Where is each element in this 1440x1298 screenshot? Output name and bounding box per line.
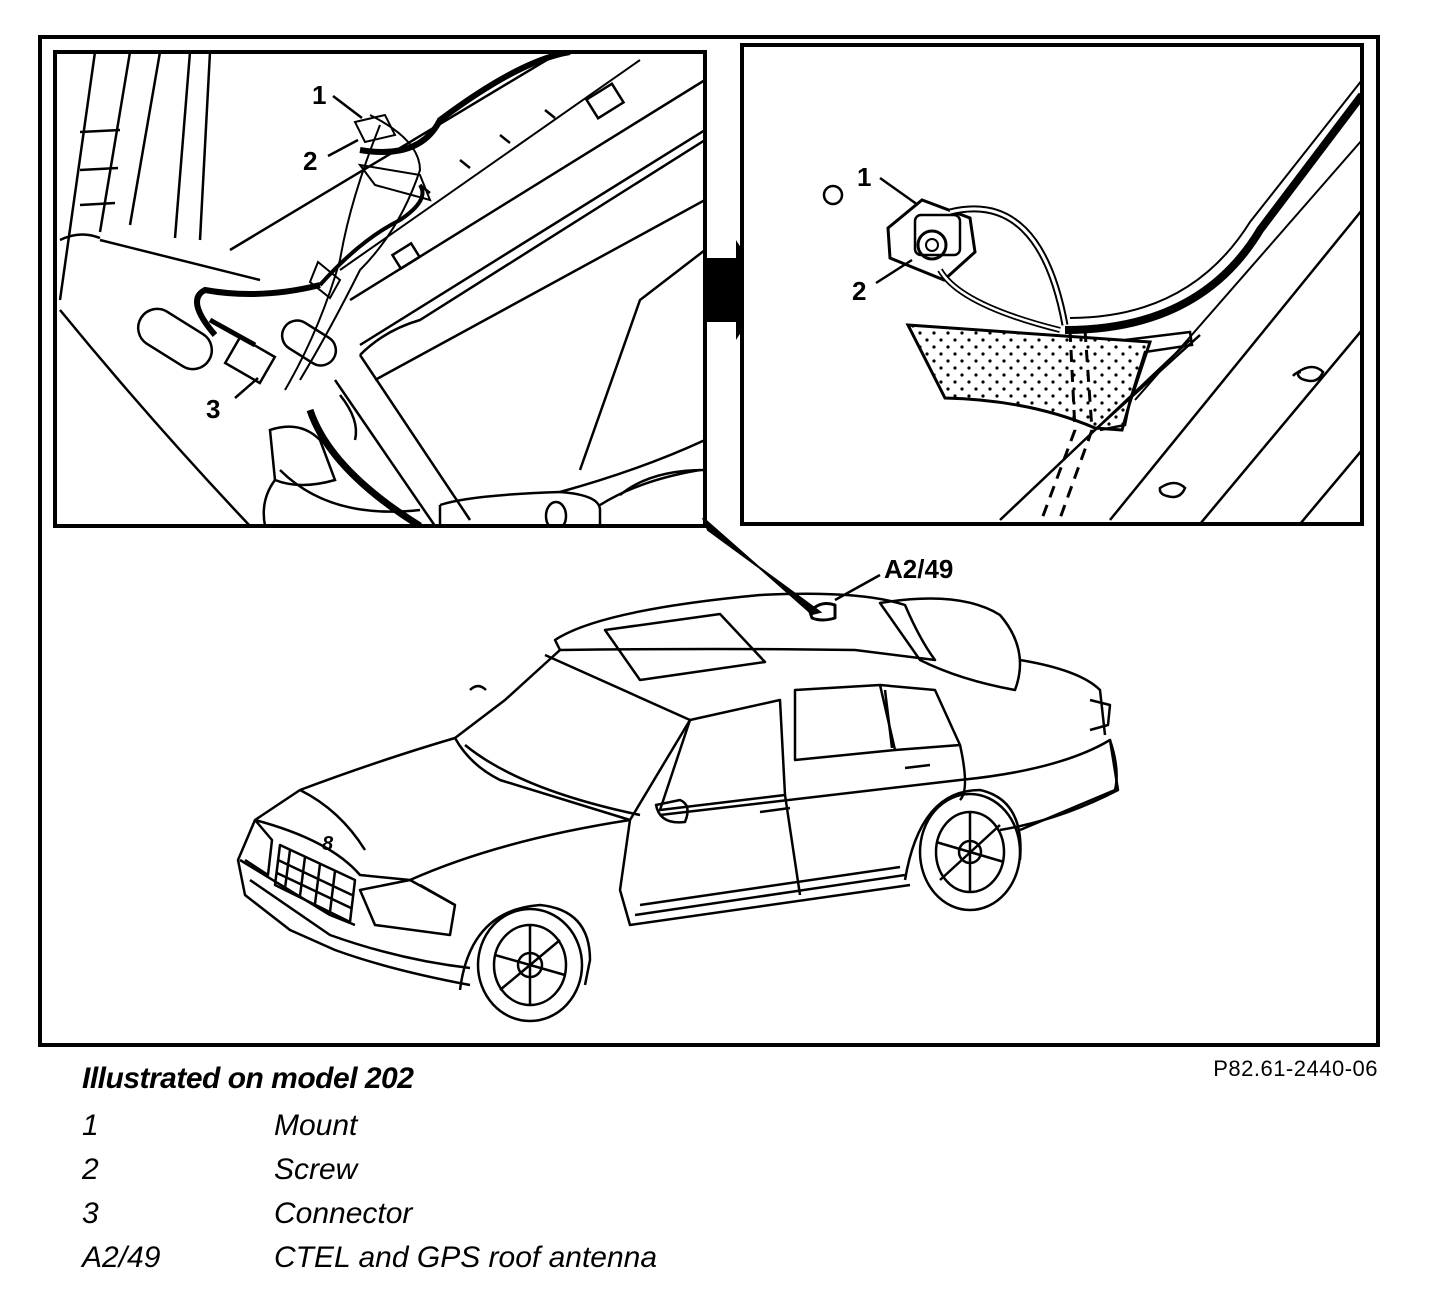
reference-code: P82.61-2440-06 bbox=[1213, 1056, 1378, 1081]
left-detail-panel: 1 2 3 bbox=[53, 50, 707, 528]
arrow-right-icon bbox=[706, 240, 768, 340]
pointer-wedge bbox=[702, 517, 823, 616]
callout-a2-49: A2/49 bbox=[884, 554, 953, 584]
legend-desc: CTEL and GPS roof antenna bbox=[274, 1241, 658, 1274]
legend-row-1: 1 Mount bbox=[82, 1104, 882, 1148]
callout-1-left: 1 bbox=[312, 80, 326, 110]
legend-key: 1 bbox=[82, 1109, 99, 1142]
legend-desc: Connector bbox=[274, 1197, 413, 1230]
legend-row-4: A2/49 CTEL and GPS roof antenna bbox=[82, 1236, 882, 1280]
legend-key: 2 bbox=[82, 1153, 99, 1186]
callout-2-left: 2 bbox=[303, 146, 317, 176]
legend-desc: Screw bbox=[274, 1153, 358, 1186]
callout-2-right: 2 bbox=[852, 276, 866, 306]
legend-key: A2/49 bbox=[82, 1241, 161, 1274]
callout-3-left: 3 bbox=[206, 394, 220, 424]
callout-hood: 8 bbox=[322, 833, 334, 855]
legend-desc: Mount bbox=[274, 1109, 358, 1142]
legend-row-3: 3 Connector bbox=[82, 1192, 882, 1236]
roof-antenna bbox=[808, 602, 837, 622]
right-detail-panel: 1 2 bbox=[740, 43, 1364, 526]
foam-pad bbox=[905, 323, 1153, 432]
legend-key: 3 bbox=[82, 1197, 99, 1230]
callout-1-right: 1 bbox=[857, 162, 871, 192]
legend: Illustrated on model 202 1 Mount 2 Screw… bbox=[82, 1062, 882, 1280]
legend-row-2: 2 Screw bbox=[82, 1148, 882, 1192]
car-illustration bbox=[236, 573, 1120, 1023]
legend-title: Illustrated on model 202 bbox=[82, 1062, 414, 1095]
outer-frame bbox=[38, 35, 1380, 1047]
